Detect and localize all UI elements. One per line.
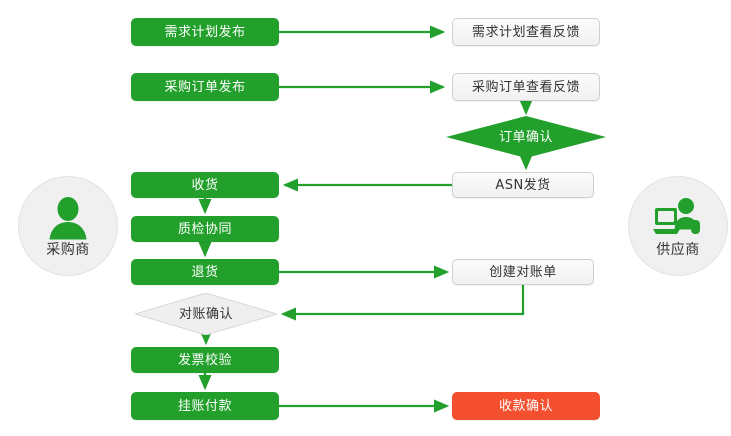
diamond-shape-icon (135, 293, 277, 335)
node-demand-plan-feedback[interactable]: 需求计划查看反馈 (452, 18, 600, 46)
node-order-confirm[interactable]: 订单确认 (446, 116, 606, 158)
node-label: 需求计划查看反馈 (471, 24, 580, 40)
node-label: 创建对账单 (489, 264, 557, 280)
node-label: 退货 (191, 264, 219, 280)
person-icon (49, 196, 87, 239)
actor-buyer-label: 采购商 (46, 241, 90, 258)
actor-supplier[interactable]: 供应商 (628, 176, 728, 276)
node-label: 发票校验 (177, 352, 232, 368)
node-return-goods[interactable]: 退货 (131, 259, 279, 285)
node-invoice-verify[interactable]: 发票校验 (131, 347, 279, 373)
diamond-shape-icon (446, 116, 606, 158)
node-quality-collaboration[interactable]: 质检协同 (131, 216, 279, 242)
node-label: 对账确认 (178, 306, 233, 322)
node-label: 采购订单查看反馈 (471, 79, 580, 95)
node-demand-plan-publish[interactable]: 需求计划发布 (131, 18, 279, 46)
person-computer-icon (653, 197, 700, 234)
actor-supplier-label: 供应商 (656, 241, 700, 258)
node-label: 收货 (191, 177, 219, 193)
node-statement-confirm[interactable]: 对账确认 (135, 293, 277, 335)
node-label: 挂账付款 (177, 398, 232, 414)
node-receive-goods[interactable]: 收货 (131, 172, 279, 198)
node-purchase-order-feedback[interactable]: 采购订单查看反馈 (452, 73, 600, 101)
node-payable-payment[interactable]: 挂账付款 (131, 392, 279, 420)
node-label: 订单确认 (498, 129, 553, 145)
node-label: 需求计划发布 (164, 24, 246, 40)
actor-buyer[interactable]: 采购商 (18, 176, 118, 276)
node-label: 收款确认 (498, 398, 553, 414)
node-create-statement[interactable]: 创建对账单 (452, 259, 594, 285)
node-receipt-confirm[interactable]: 收款确认 (452, 392, 600, 420)
node-label: ASN发货 (495, 177, 551, 193)
edge-statement-to-confirm (280, 285, 525, 321)
node-purchase-order-publish[interactable]: 采购订单发布 (131, 73, 279, 101)
node-label: 采购订单发布 (164, 79, 246, 95)
node-label: 质检协同 (177, 221, 232, 237)
node-asn-ship[interactable]: ASN发货 (452, 172, 594, 198)
